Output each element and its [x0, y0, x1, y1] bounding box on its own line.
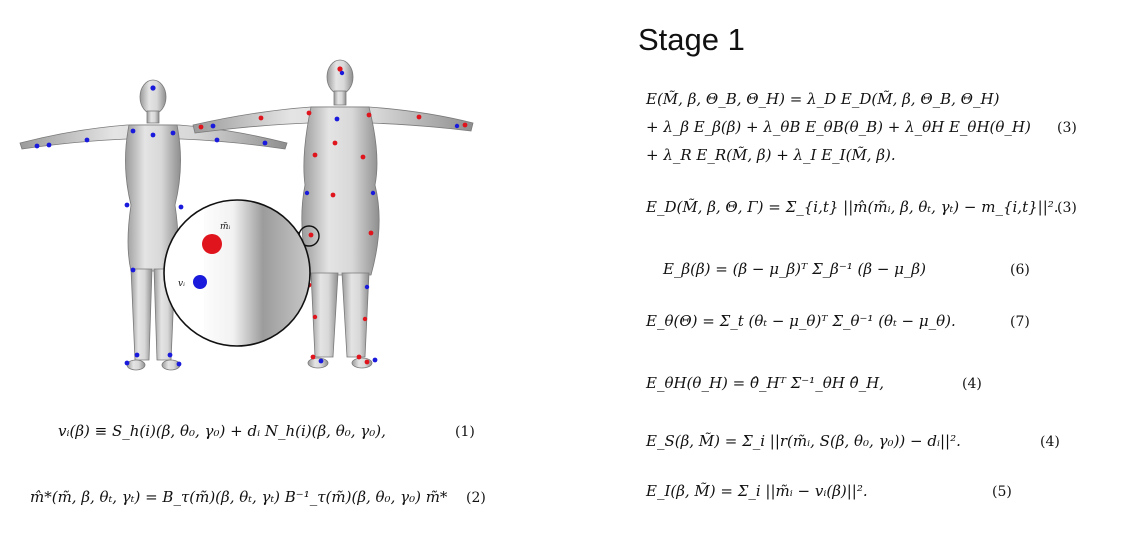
equation-1-number: (1) [455, 424, 475, 440]
equation-energy-line-2: + λ_β E_β(β) + λ_θB E_θB(θ_B) + λ_θH E_θ… [646, 118, 1031, 136]
stage-title: Stage 1 [638, 22, 745, 57]
equation-energy-line-1: E(M̃, β, Θ_B, Θ_H) = λ_D E_D(M̃, β, Θ_B,… [646, 90, 1000, 108]
marker-dot [202, 234, 222, 254]
equation-2-number: (2) [466, 490, 486, 506]
vertex-label: vᵢ [178, 279, 185, 289]
equation-data-term: E_D(M̃, β, Θ, Γ) = Σ_{i,t} ||m̂(m̃ᵢ, β, … [646, 198, 1059, 216]
equation-surface-term: E_S(β, M̃) = Σ_i ||r(m̃ᵢ, S(β, θ₀, γ₀)) … [646, 432, 961, 450]
equation-1: vᵢ(β) ≡ S_h(i)(β, θ₀, γ₀) + dᵢ N_h(i)(β,… [58, 422, 386, 440]
equation-energy-number: (3) [1057, 120, 1077, 136]
equation-pose-prior: E_θ(Θ) = Σ_t (θₜ − μ_θ)ᵀ Σ_θ⁻¹ (θₜ − μ_θ… [646, 312, 956, 330]
zoom-callout: m̃ᵢ vᵢ [163, 199, 311, 347]
marker-label: m̃ᵢ [220, 221, 231, 232]
equation-shape-prior: E_β(β) = (β − μ_β)ᵀ Σ_β⁻¹ (β − μ_β) [663, 260, 926, 278]
equation-shape-prior-number: (6) [1010, 262, 1030, 278]
heavy-body-markers [198, 66, 468, 365]
equation-hand-prior-number: (4) [962, 376, 982, 392]
equation-data-term-number: (3) [1057, 200, 1077, 216]
body-scan-figure: m̃ᵢ vᵢ [15, 55, 475, 380]
vertex-dot [193, 275, 207, 289]
equation-surface-term-number: (4) [1040, 434, 1060, 450]
equation-pose-prior-number: (7) [1010, 314, 1030, 330]
equation-init-term-number: (5) [992, 484, 1012, 500]
equation-2: m̂*(m̃, β, θₜ, γₜ) = B_τ(m̃)(β, θₜ, γₜ) … [30, 488, 448, 506]
slim-body-markers [34, 85, 268, 367]
equation-hand-prior: E_θH(θ_H) = θ̂_Hᵀ Σ⁻¹_θH θ̂_H, [646, 374, 884, 392]
equation-energy-line-3: + λ_R E_R(M̃, β) + λ_I E_I(M̃, β). [646, 146, 896, 164]
body-scan-illustration: m̃ᵢ vᵢ [19, 59, 474, 371]
equation-init-term: E_I(β, M̃) = Σ_i ||m̃ᵢ − vᵢ(β)||². [646, 482, 868, 500]
